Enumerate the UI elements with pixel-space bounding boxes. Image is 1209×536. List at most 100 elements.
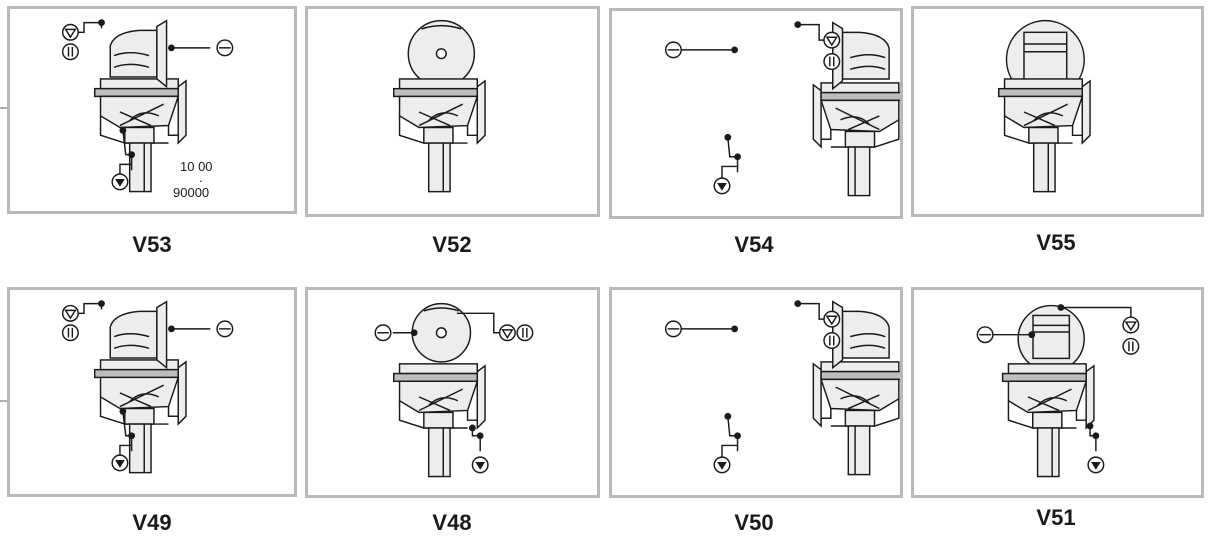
fill-symbol-triangle bbox=[825, 36, 838, 47]
left-rule-top bbox=[0, 107, 12, 109]
gearbox-drawing bbox=[392, 19, 486, 193]
gearbox-body bbox=[93, 359, 187, 474]
gear-housing bbox=[820, 378, 900, 412]
fill-symbol-triangle bbox=[501, 329, 514, 339]
connection-dot bbox=[410, 329, 418, 337]
input-collar bbox=[1032, 314, 1071, 360]
vent-symbol-triangle bbox=[115, 460, 125, 468]
panel-v50 bbox=[609, 287, 903, 498]
panel-v53: 10 00 . 90000 bbox=[7, 6, 297, 214]
leader-line bbox=[456, 312, 500, 334]
housing-diagonal bbox=[418, 388, 464, 412]
left-rule-bottom bbox=[0, 400, 12, 402]
fill-symbol-triangle bbox=[64, 309, 77, 320]
vent-symbol-triangle bbox=[717, 461, 727, 470]
output-shaft bbox=[1036, 427, 1060, 478]
leader-line bbox=[78, 302, 103, 315]
connection-dot bbox=[724, 412, 732, 420]
fill-symbol-triangle bbox=[825, 315, 838, 326]
connection-dot bbox=[794, 300, 802, 308]
housing-diagonal bbox=[119, 392, 152, 408]
connection-dot bbox=[794, 21, 802, 29]
housing-diagonal bbox=[418, 396, 451, 412]
mounting-flange bbox=[476, 79, 486, 145]
panel-v55 bbox=[911, 6, 1204, 217]
mounting-flange bbox=[177, 360, 187, 426]
connection-dot bbox=[734, 432, 741, 440]
connection-dot bbox=[731, 46, 739, 54]
housing-ring-lower bbox=[820, 370, 900, 381]
gear-housing bbox=[820, 99, 900, 133]
housing-diagonal bbox=[119, 103, 164, 127]
output-shaft bbox=[847, 146, 871, 197]
mounting-flange bbox=[812, 83, 822, 149]
panel-label-v51: V51 bbox=[1036, 505, 1076, 530]
input-housing bbox=[832, 300, 890, 370]
level-symbol bbox=[823, 332, 841, 350]
gearbox-body bbox=[997, 78, 1091, 193]
mounting-flange bbox=[812, 362, 822, 428]
gear-housing bbox=[398, 95, 479, 129]
mounting-flange bbox=[476, 364, 486, 430]
input-flange bbox=[156, 19, 168, 89]
output-hub bbox=[423, 411, 454, 429]
fill-symbol-triangle bbox=[1124, 321, 1138, 332]
output-hub bbox=[124, 126, 155, 144]
input-bell bbox=[841, 31, 890, 80]
housing-diagonal bbox=[1023, 103, 1069, 127]
housing-curve bbox=[840, 395, 871, 405]
mounting-note-bottom: 90000 bbox=[173, 185, 210, 200]
vent-symbol-triangle bbox=[475, 461, 486, 470]
gearbox-drawing bbox=[997, 19, 1091, 193]
vent-symbol-triangle bbox=[717, 182, 727, 191]
panel-label-v50: V50 bbox=[734, 510, 774, 535]
panel-v48 bbox=[305, 287, 600, 498]
connection-dot bbox=[1092, 432, 1100, 440]
gear-housing bbox=[99, 376, 180, 410]
mounting-note-mid: . bbox=[199, 170, 203, 185]
panel-v54 bbox=[609, 8, 903, 219]
housing-ring-lower bbox=[93, 368, 179, 379]
housing-ring-lower bbox=[392, 87, 479, 98]
level-symbol bbox=[516, 324, 534, 342]
housing-diagonal bbox=[1027, 396, 1060, 412]
gearbox-drawing bbox=[374, 302, 534, 478]
connection-dot bbox=[168, 325, 175, 333]
housing-diagonal bbox=[848, 394, 880, 410]
gearbox-body bbox=[93, 78, 187, 193]
housing-diagonal bbox=[835, 386, 880, 410]
leader-line bbox=[1060, 306, 1132, 318]
connection-dot bbox=[1086, 422, 1094, 430]
level-symbol bbox=[1122, 337, 1140, 355]
connection-dot bbox=[98, 300, 105, 307]
mounting-flange bbox=[1085, 364, 1095, 430]
disk-highlight bbox=[423, 307, 460, 312]
housing-diagonal bbox=[119, 384, 164, 408]
output-hub bbox=[1028, 126, 1059, 144]
gearbox-drawing bbox=[976, 304, 1140, 478]
vent-symbol-triangle bbox=[1091, 461, 1101, 470]
leader-line bbox=[721, 165, 738, 179]
level-symbol bbox=[823, 53, 841, 71]
housing-ring bbox=[398, 78, 479, 90]
panel-label-v55: V55 bbox=[1036, 230, 1076, 255]
housing-ring-lower bbox=[997, 87, 1084, 98]
panel-label-v48: V48 bbox=[432, 510, 472, 535]
connection-dot bbox=[119, 408, 127, 415]
panel-label-v53: V53 bbox=[132, 232, 172, 257]
housing-diagonal bbox=[848, 115, 880, 131]
connection-dot bbox=[119, 126, 127, 134]
input-bell bbox=[109, 29, 158, 78]
disk-highlight bbox=[421, 24, 462, 30]
connection-dot bbox=[724, 133, 732, 141]
gearbox-body bbox=[392, 78, 486, 193]
connection-dot bbox=[469, 424, 476, 432]
input-housing bbox=[832, 21, 890, 91]
housing-curve bbox=[1037, 397, 1068, 407]
mounting-flange bbox=[1081, 79, 1091, 145]
gear-housing bbox=[1007, 380, 1088, 414]
leader-line bbox=[471, 427, 481, 452]
gearbox-body bbox=[1001, 363, 1095, 478]
connection-dot bbox=[98, 19, 105, 26]
output-hub bbox=[423, 126, 454, 144]
